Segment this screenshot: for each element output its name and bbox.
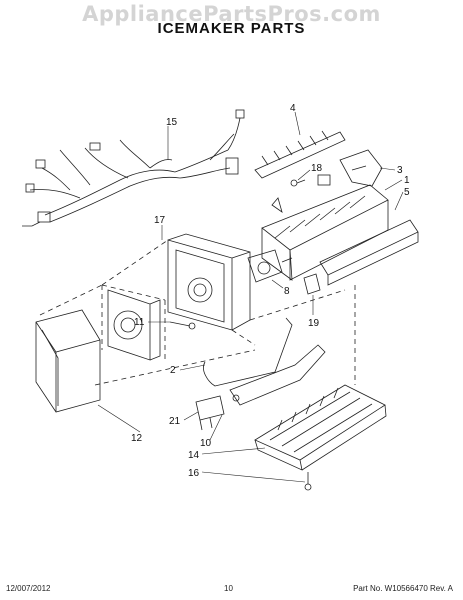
footer-page-number: 10 [224,584,233,593]
cover-part [35,309,101,413]
page-title: ICEMAKER PARTS [157,20,306,37]
control-housing-part [167,233,251,331]
mold-heater-part [319,219,419,286]
screw-part-16 [304,472,312,491]
thermostat-part [247,249,293,283]
callout-5: 5 [404,187,410,198]
callout-2: 2 [170,365,176,376]
footer-date: 12/007/2012 [6,584,51,593]
ejector-blade-part [254,130,346,179]
callout-19: 19 [308,318,320,329]
shutoff-arm-part [203,317,293,387]
stripper-part [229,344,326,406]
callout-15: 15 [166,117,178,128]
callout-21: 21 [169,416,181,427]
callout-8: 8 [284,286,290,297]
callout-4: 4 [290,103,296,114]
callout-17: 17 [154,215,166,226]
ice-mold-part [261,174,389,281]
switch-part [195,395,225,431]
wiring-harness-part [22,109,245,227]
callout-1: 1 [404,175,410,186]
callout-10: 10 [200,438,212,449]
callout-3: 3 [397,165,403,176]
callout-11: 11 [134,317,145,328]
callout-labels: 15 4 18 3 1 5 17 8 11 19 2 21 12 10 14 1… [131,103,410,479]
clip-part [303,273,321,295]
callout-14: 14 [188,450,200,461]
ice-tray-part [254,384,387,471]
callout-18: 18 [311,163,323,174]
screw-part-11 [169,321,196,330]
watermark: AppliancePartsPros.com [82,2,381,26]
bracket-part [339,149,383,187]
callout-16: 16 [188,468,200,479]
screw-part-18 [290,179,306,187]
footer-part-number: Part No. W10566470 Rev. A [353,584,453,593]
callout-12: 12 [131,433,143,444]
motor-part [107,289,161,361]
